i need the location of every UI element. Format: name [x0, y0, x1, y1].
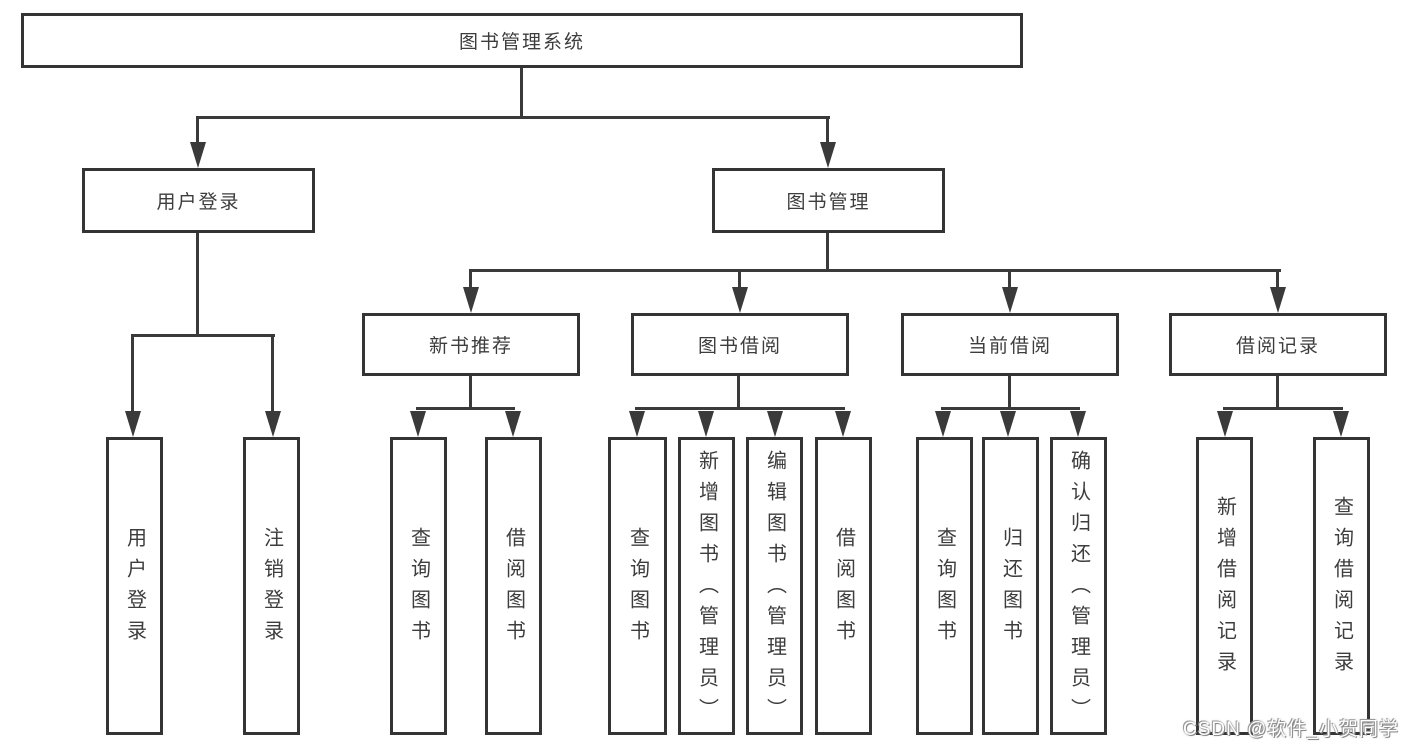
node-user-login: 用户登录 — [82, 168, 315, 233]
connector-horizontal — [416, 407, 515, 410]
arrow-down-icon — [1333, 411, 1349, 437]
node-return-books: 归还图书 — [982, 437, 1039, 735]
connector-vertical — [196, 233, 199, 337]
node-add-borrow-record: 新增借阅记录 — [1196, 437, 1253, 735]
arrow-down-icon — [935, 411, 951, 437]
arrow-down-icon — [698, 411, 714, 437]
node-user-login-leaf: 用户登录 — [106, 437, 163, 735]
connector-horizontal — [635, 407, 845, 410]
arrow-down-icon — [410, 411, 426, 437]
arrow-down-icon — [1002, 287, 1018, 313]
arrow-down-icon — [463, 287, 479, 313]
connector-vertical — [520, 68, 523, 118]
connector-vertical — [1008, 269, 1011, 289]
node-borrowing-records: 借阅记录 — [1169, 313, 1387, 376]
node-new-book-recommendation: 新书推荐 — [362, 313, 580, 376]
connector-horizontal — [196, 116, 830, 119]
node-book-borrowing: 图书借阅 — [631, 313, 849, 376]
connector-vertical — [1276, 376, 1279, 409]
node-borrow-books: 借阅图书 — [815, 437, 872, 735]
connector-vertical — [737, 376, 740, 409]
connector-vertical — [131, 334, 134, 416]
arrow-down-icon — [1070, 411, 1086, 437]
node-confirm-return-admin: 确认归还（管理员） — [1050, 437, 1107, 735]
arrow-down-icon — [732, 287, 748, 313]
node-borrow-books: 借阅图书 — [485, 437, 542, 735]
connector-vertical — [469, 376, 472, 409]
connector-vertical — [826, 116, 829, 148]
node-query-books: 查询图书 — [916, 437, 973, 735]
connector-horizontal — [469, 269, 1281, 272]
arrow-down-icon — [190, 142, 206, 168]
connector-horizontal — [131, 334, 275, 337]
node-current-borrowing: 当前借阅 — [901, 313, 1119, 376]
connector-vertical — [271, 334, 274, 416]
node-add-book-admin: 新增图书（管理员） — [678, 437, 735, 735]
node-query-borrow-record: 查询借阅记录 — [1313, 437, 1370, 735]
node-book-management: 图书管理 — [712, 168, 945, 233]
connector-vertical — [738, 269, 741, 289]
connector-horizontal — [1223, 407, 1343, 410]
arrow-down-icon — [1000, 411, 1016, 437]
arrow-down-icon — [1217, 411, 1233, 437]
arrow-down-icon — [265, 411, 281, 437]
node-query-books: 查询图书 — [608, 437, 667, 735]
node-query-books: 查询图书 — [390, 437, 447, 735]
arrow-down-icon — [820, 142, 836, 168]
connector-vertical — [1276, 269, 1279, 289]
node-logout: 注销登录 — [243, 437, 300, 735]
watermark: CSDN @软件_小贺同学 — [1183, 719, 1399, 740]
connector-vertical — [196, 116, 199, 148]
arrow-down-icon — [505, 411, 521, 437]
arrow-down-icon — [767, 411, 783, 437]
node-edit-book-admin: 编辑图书（管理员） — [746, 437, 803, 735]
arrow-down-icon — [1270, 287, 1286, 313]
connector-horizontal — [941, 407, 1080, 410]
connector-vertical — [826, 233, 829, 272]
connector-vertical — [469, 269, 472, 289]
node-library-management-system: 图书管理系统 — [21, 13, 1023, 68]
connector-vertical — [1008, 376, 1011, 409]
arrow-down-icon — [629, 411, 645, 437]
arrow-down-icon — [125, 411, 141, 437]
arrow-down-icon — [835, 411, 851, 437]
